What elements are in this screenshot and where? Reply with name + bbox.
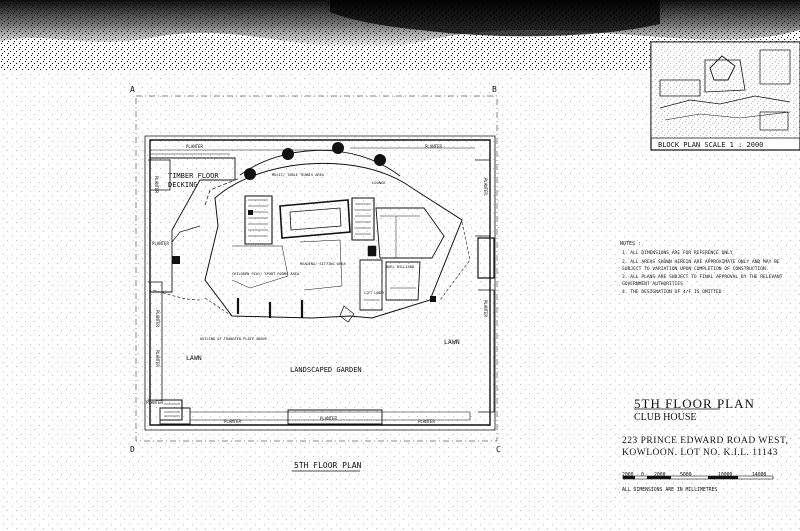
label-lounge: LOUNGE bbox=[372, 180, 386, 185]
planter-label: PLANTER bbox=[146, 400, 163, 405]
scale-tick: 5000 bbox=[680, 473, 692, 478]
scan-noise-band bbox=[0, 0, 800, 70]
transfer-plate-edge bbox=[204, 297, 233, 317]
plan-caption: 5TH FLOOR PLAN bbox=[294, 461, 362, 470]
timber-deck-outline bbox=[149, 157, 236, 293]
block-plan-inset bbox=[650, 41, 800, 151]
grid-mark-a: A bbox=[130, 85, 135, 94]
grid-mark-c: C bbox=[496, 445, 501, 454]
transfer-plate-outline bbox=[149, 289, 201, 301]
grid-mark-b: B bbox=[492, 85, 497, 94]
building-name: CLUB HOUSE bbox=[634, 412, 697, 423]
stair-block bbox=[160, 399, 183, 421]
grid-markers: A B C D bbox=[130, 85, 501, 454]
block-plan-label: BLOCK PLAN SCALE 1 : 2000 bbox=[658, 141, 763, 149]
scale-bar bbox=[622, 475, 774, 480]
deck-edge bbox=[171, 225, 201, 243]
site-boundary bbox=[144, 135, 496, 431]
planter-label: PLANTER bbox=[224, 419, 241, 424]
columns bbox=[172, 142, 436, 302]
scale-tick: 2000 bbox=[622, 473, 634, 478]
planter-label: PLANTER bbox=[155, 310, 160, 327]
label-reading-area: READING/ SITTING AREA bbox=[300, 262, 346, 266]
address-line-1: 223 PRINCE EDWARD ROAD WEST, bbox=[622, 436, 789, 446]
notes-heading: NOTES : bbox=[620, 241, 642, 247]
floor-title: 5TH FLOOR PLAN bbox=[634, 396, 755, 411]
planter-label: PLANTER bbox=[483, 300, 488, 317]
planter-label: PLANTER bbox=[418, 419, 435, 424]
scale-tick: 14000 bbox=[752, 473, 767, 478]
block-plan-scale: SCALE 1 : 2000 bbox=[704, 141, 764, 149]
transfer-plate-edge-right bbox=[439, 221, 471, 301]
scale-tick: 0 bbox=[641, 473, 644, 478]
label-timber-floor: TIMBER FLOOR bbox=[168, 172, 219, 180]
planter-label: PLANTER bbox=[320, 416, 337, 421]
label-lift-lobby: LIFT LOBBY bbox=[364, 291, 384, 295]
stair-treads bbox=[164, 403, 180, 417]
grid-mark-d: D bbox=[130, 445, 135, 454]
label-transfer-plate: OUTLINE OF TRANSFER PLATE ABOVE bbox=[200, 337, 267, 341]
label-lawn-right: LAWN bbox=[444, 338, 460, 346]
label-decking: DECKING bbox=[168, 181, 198, 189]
scale-tick: 2000 bbox=[654, 473, 666, 478]
planter-labels: PLANTER PLANTER PLANTER PLANTER PLANTER … bbox=[146, 144, 488, 424]
note-item: 4. THE DESIGNATION OF 4/F IS OMITTED bbox=[622, 290, 722, 295]
units-note: ALL DIMENSIONS ARE IN MILLIMETRES bbox=[622, 488, 718, 493]
scale-tick: 10000 bbox=[718, 473, 733, 478]
room-labels: TIMBER FLOOR DECKING MUSIC/ TABLE TENNIS… bbox=[168, 172, 460, 374]
label-music-area: MUSIC/ TABLE TENNIS AREA bbox=[272, 173, 325, 177]
address-line-2: KOWLOON. LOT NO. K.I.L. 11143 bbox=[622, 448, 778, 458]
block-plan-title: BLOCK PLAN bbox=[658, 141, 701, 149]
planter-label: PLANTER bbox=[186, 144, 203, 149]
planter-label: PLANTER bbox=[483, 178, 488, 195]
note-item: 2. ALL AREAS SHOWN HEREIN ARE APPROXIMAT… bbox=[622, 260, 780, 272]
note-item: 3. ALL PLANS ARE SUBJECT TO FINAL APPROV… bbox=[622, 275, 783, 287]
label-landscaped-garden: LANDSCAPED GARDEN bbox=[290, 366, 362, 374]
label-bar: BAR/ BILLIARD bbox=[386, 265, 414, 269]
planter-label: PLANTER bbox=[425, 144, 442, 149]
planter-label: PLANTER bbox=[155, 350, 160, 367]
label-lawn-left: LAWN bbox=[186, 354, 202, 362]
planter-label: PLANTER bbox=[154, 176, 159, 193]
planter-label: PLANTER bbox=[152, 241, 169, 246]
label-children-play: CHILDREN PLAY/ SPORT ROOMS AREA bbox=[232, 272, 300, 276]
note-item: 1. ALL DIMENSIONS ARE FOR REFERENCE ONLY… bbox=[622, 251, 736, 256]
